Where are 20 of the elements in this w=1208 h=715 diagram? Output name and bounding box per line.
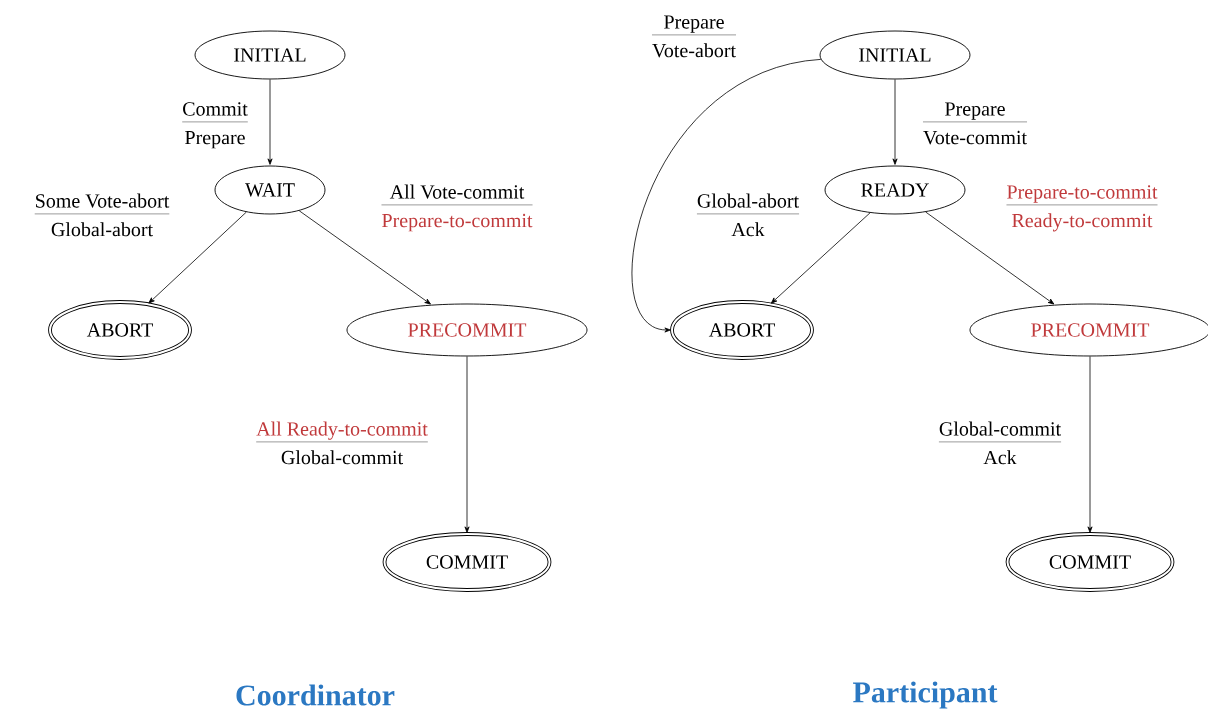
arrow bbox=[770, 212, 871, 304]
edge-label: Commit Prepare bbox=[180, 96, 250, 154]
arrow bbox=[267, 79, 273, 165]
edge-label: Prepare Vote-commit bbox=[920, 96, 1030, 154]
arrow bbox=[925, 211, 1055, 305]
panel-title: Coordinator bbox=[236, 684, 395, 706]
arrow bbox=[298, 210, 431, 305]
edge-label: Global-commit Ack bbox=[936, 416, 1064, 474]
arrow bbox=[631, 58, 822, 333]
arrow bbox=[464, 356, 470, 533]
edge-label: Prepare-to-commit Ready-to-commit bbox=[1004, 179, 1160, 237]
edge-label: All Vote-commit Prepare-to-commit bbox=[379, 179, 535, 237]
edge-label: Prepare Vote-abort bbox=[650, 9, 739, 67]
arrow bbox=[1087, 356, 1093, 533]
panel-title: Participant bbox=[853, 681, 998, 709]
arrow bbox=[892, 79, 898, 165]
edge-label: All Ready-to-commit Global-commit bbox=[254, 416, 430, 474]
arrow bbox=[148, 211, 247, 304]
edge-label: Some Vote-abort Global-abort bbox=[32, 188, 172, 246]
edge-label: Global-abort Ack bbox=[694, 188, 802, 246]
